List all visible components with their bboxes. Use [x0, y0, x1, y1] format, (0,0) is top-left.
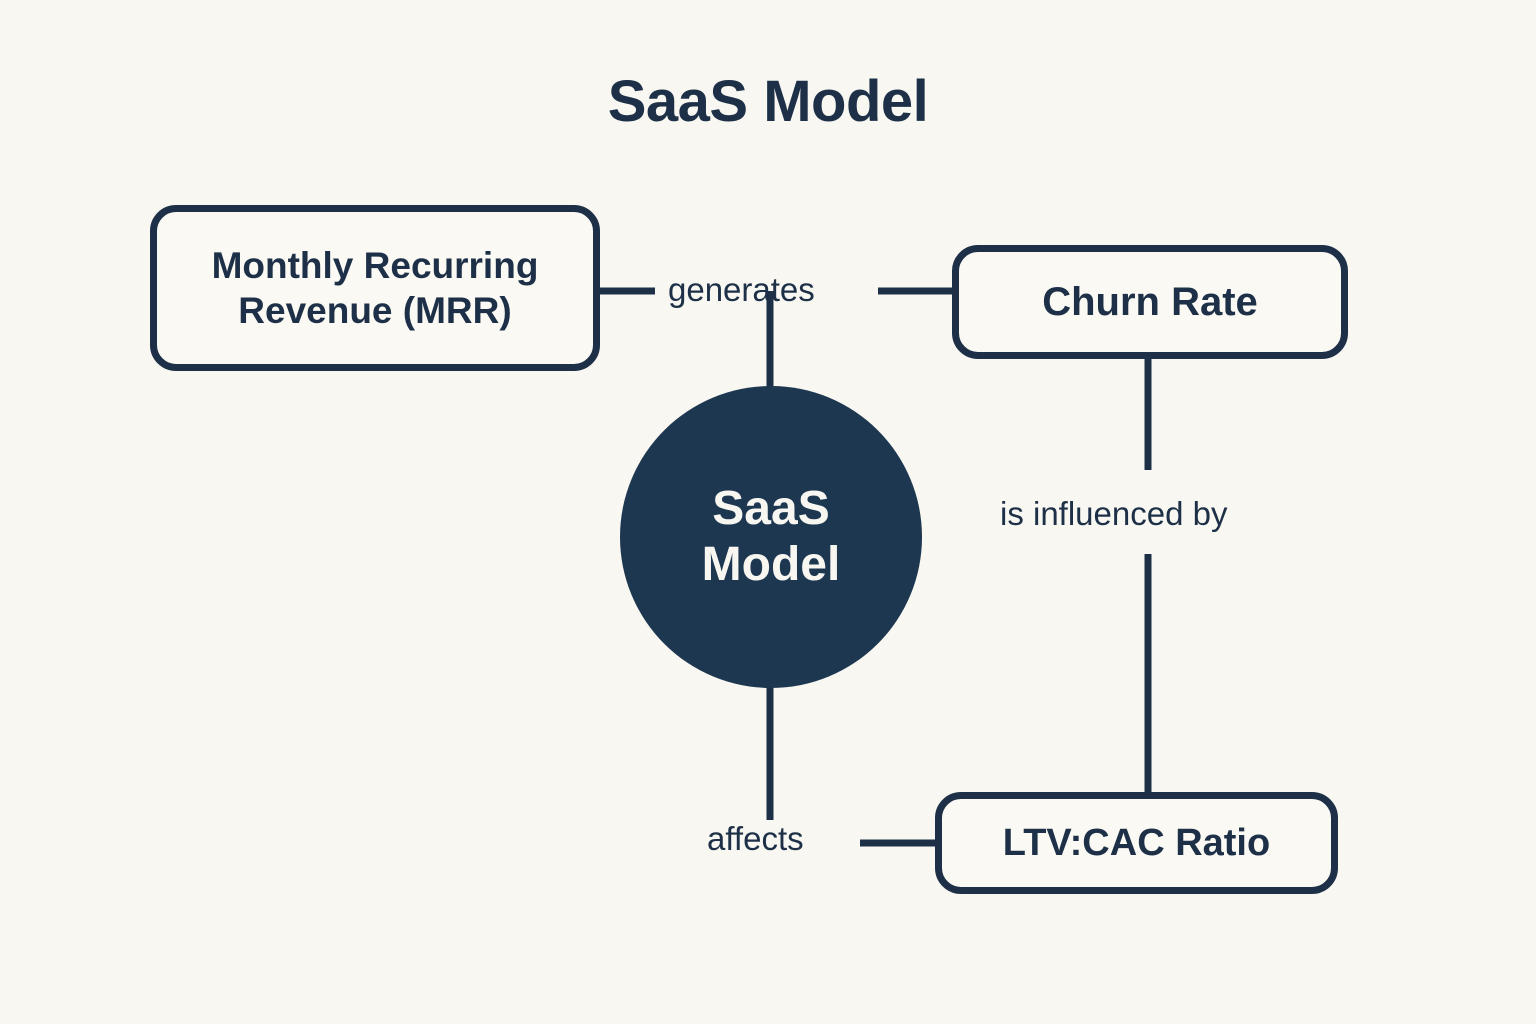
node-monthly-recurring-revenue[interactable]: Monthly Recurring Revenue (MRR)	[150, 205, 600, 371]
edge-label-is-influenced-by: is influenced by	[1000, 495, 1228, 532]
edge-label-generates: generates	[668, 271, 815, 308]
node-mrr-label-line2: Revenue (MRR)	[238, 290, 512, 331]
node-mrr-label: Monthly Recurring Revenue (MRR)	[212, 243, 539, 333]
edge-label-affects: affects	[707, 820, 804, 857]
node-center-saas-model[interactable]: SaaS Model	[620, 386, 922, 688]
node-center-label: SaaS Model	[702, 481, 841, 592]
node-ltv-label: LTV:CAC Ratio	[1002, 821, 1271, 864]
node-churn-label: Churn Rate	[1042, 279, 1258, 324]
node-mrr-label-line1: Monthly Recurring	[211, 244, 539, 286]
node-churn-rate[interactable]: Churn Rate	[952, 245, 1348, 359]
page-title: SaaS Model	[607, 69, 929, 134]
node-center-label-line2: Model	[701, 538, 841, 591]
node-ltv-cac-ratio[interactable]: LTV:CAC Ratio	[935, 792, 1338, 894]
node-center-label-line1: SaaS	[712, 482, 830, 536]
